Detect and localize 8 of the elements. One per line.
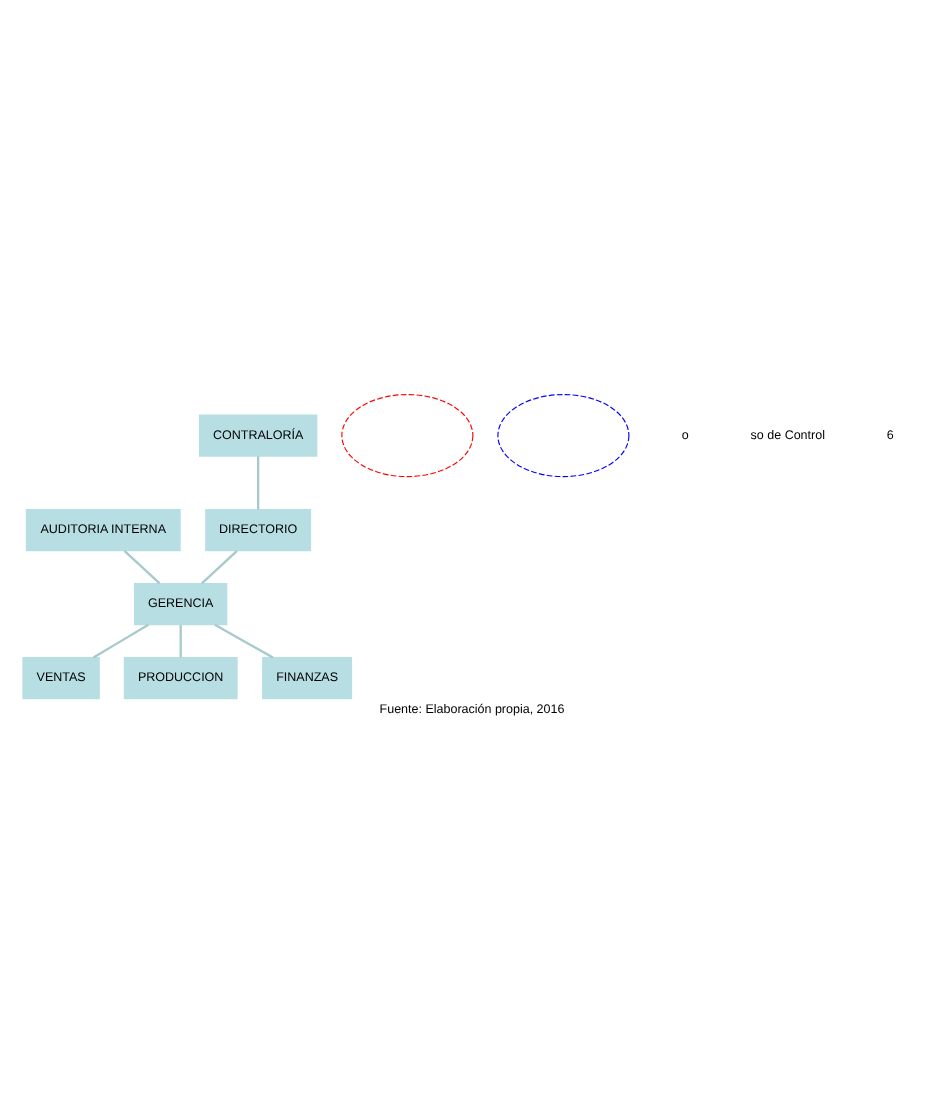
- connector: [92, 622, 149, 658]
- connector: [123, 549, 161, 584]
- connector: [201, 549, 238, 584]
- node-ellipse: [341, 393, 474, 477]
- connector: [257, 455, 260, 509]
- connector: [179, 623, 182, 657]
- connector: [214, 622, 274, 658]
- node-ellipse: [497, 393, 630, 477]
